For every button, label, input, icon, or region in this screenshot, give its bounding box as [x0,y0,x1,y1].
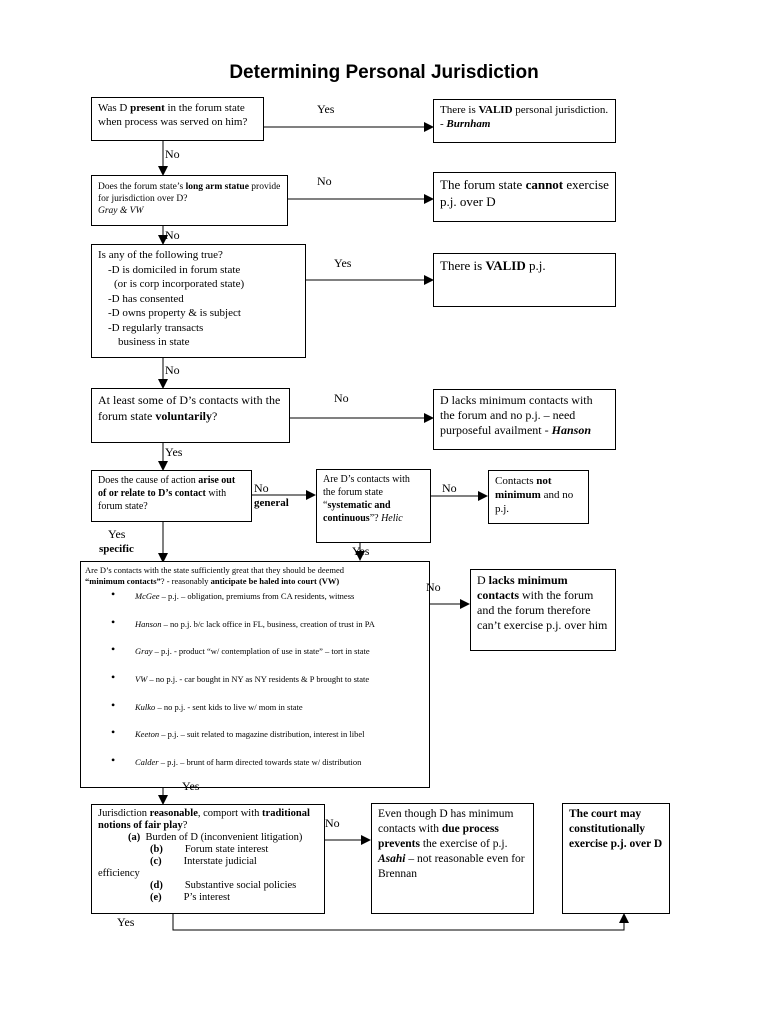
result-due-process-prevents: Even though D has minimum contacts with … [371,803,534,914]
label-no: No [442,481,457,495]
question-minimum-contacts: Are D’s contacts with the state sufficie… [80,561,430,788]
label-yes: Yes [352,544,370,558]
result-cannot: The forum state cannot exercise p.j. ove… [433,172,616,222]
question-arise-out-of: Does the cause of action arise out of or… [91,470,252,522]
result-court-may-exercise: The court may constitutionally exercise … [562,803,670,914]
case-list: McGee – p.j. – obligation, premiums from… [85,589,425,785]
label-yes: Yes [108,527,126,541]
result-valid-burnham: There is VALID personal jurisdiction. - … [433,99,616,143]
label-yes: Yes [182,779,200,793]
label-no: No [254,481,269,495]
case-mcgee: McGee – p.j. – obligation, premiums from… [85,589,425,619]
question-reasonableness: Jurisdiction reasonable, comport with tr… [91,804,325,914]
label-yes: Yes [117,915,135,929]
label-no: No [334,391,349,405]
question-present: Was D present in the forum state when pr… [91,97,264,141]
page-title: Determining Personal Jurisdiction [229,62,539,83]
label-yes: Yes [165,445,183,459]
result-lacks-minimum-contacts: D lacks minimum contacts with the forum … [470,569,616,651]
arrow-q8-r9 [172,913,629,931]
label-no: No [426,580,441,594]
case-hanson: Hanson – no p.j. b/c lack office in FL, … [85,617,425,647]
result-no-purposeful-availment: D lacks minimum contacts with the forum … [433,389,616,450]
case-gray: Gray – p.j. - product “w/ contemplation … [85,644,425,674]
case-vw: VW – no p.j. - car bought in NY as NY re… [85,672,425,702]
label-no: No [165,228,180,242]
label-yes: Yes [317,102,335,116]
case-keeton: Keeton – p.j. – suit related to magazine… [85,727,425,757]
result-valid: There is VALID p.j. [433,253,616,307]
case-calder: Calder – p.j. – brunt of harm directed t… [85,755,425,785]
label-no: No [325,816,340,830]
case-kulko: Kulko – no p.j. - sent kids to live w/ m… [85,700,425,730]
question-traditional-bases: Is any of the following true? -D is domi… [91,244,306,358]
label-general: general [254,497,289,509]
question-systematic-continuous: Are D’s contacts with the forum state “s… [316,469,431,543]
label-specific: specific [99,543,134,555]
result-not-minimum: Contacts not minimum and no p.j. [488,470,589,524]
label-no: No [317,174,332,188]
question-voluntary: At least some of D’s contacts with the f… [91,388,290,443]
label-no: No [165,147,180,161]
label-yes: Yes [334,256,352,270]
question-long-arm: Does the forum state’s long arm statue p… [91,175,288,226]
label-no: No [165,363,180,377]
